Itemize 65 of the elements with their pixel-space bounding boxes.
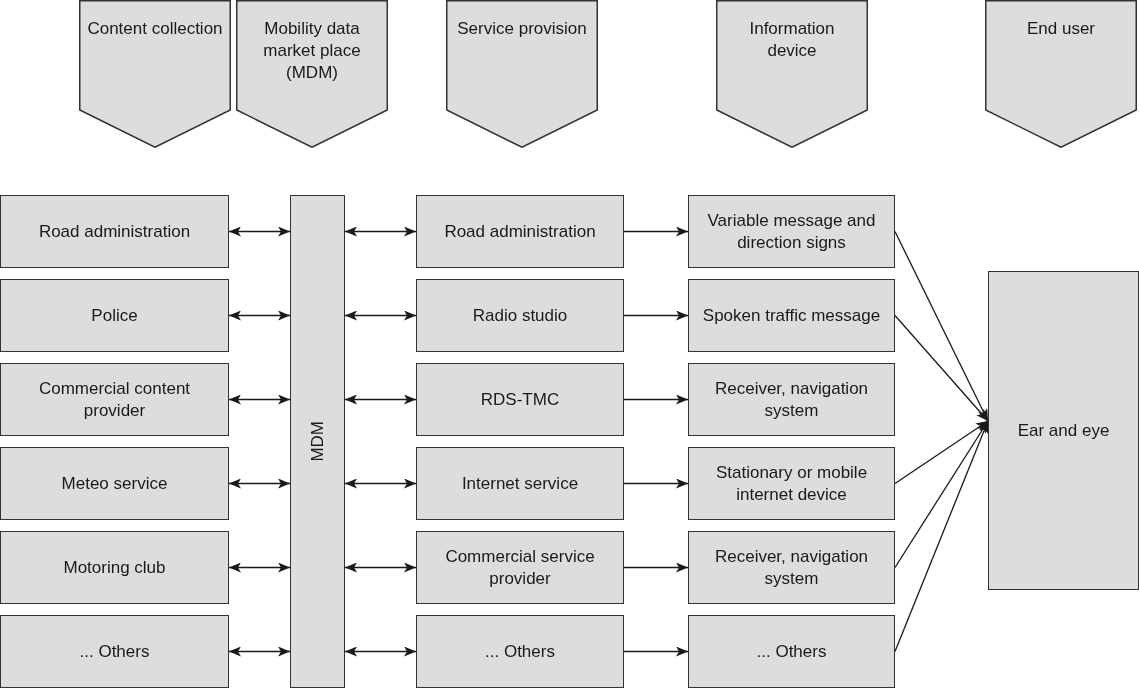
process-box xyxy=(0,615,229,688)
header-label: Mobility data market place (MDM) xyxy=(262,18,362,84)
arrow xyxy=(344,226,417,237)
arrow xyxy=(894,314,989,422)
header-label: Information device xyxy=(748,18,836,62)
box-label: Commercial content provider xyxy=(37,377,192,422)
process-box xyxy=(688,195,895,268)
header-label: Service provision xyxy=(457,18,587,40)
arrow xyxy=(228,646,291,657)
box-label: Stationary or mobile internet device xyxy=(714,461,869,506)
process-box xyxy=(688,363,895,436)
box-label: Radio studio xyxy=(472,304,568,327)
arrow xyxy=(344,310,417,321)
header-label: Content collection xyxy=(87,18,223,40)
box-label: Ear and eye xyxy=(1017,419,1110,442)
process-box xyxy=(416,279,624,352)
box-label: Motoring club xyxy=(63,556,166,579)
box-label: Meteo service xyxy=(61,472,168,495)
box-label: RDS-TMC xyxy=(480,388,560,411)
arrow xyxy=(228,394,291,405)
arrow xyxy=(623,478,689,489)
process-box xyxy=(988,271,1139,590)
box-label: Police xyxy=(91,304,138,327)
arrow xyxy=(623,310,689,321)
box-label: Variable message and direction signs xyxy=(706,209,877,254)
box-label: Spoken traffic message xyxy=(702,304,881,327)
arrow xyxy=(623,646,689,657)
arrow xyxy=(344,394,417,405)
process-box xyxy=(688,447,895,520)
process-box xyxy=(0,195,229,268)
box-label: ... Others xyxy=(756,640,827,663)
process-box xyxy=(688,615,895,688)
process-box xyxy=(416,615,624,688)
mdm-bar xyxy=(290,195,345,688)
box-label: Commercial service provider xyxy=(444,545,596,590)
process-box xyxy=(0,447,229,520)
process-box xyxy=(416,531,624,604)
box-label: Receiver, navigation system xyxy=(713,545,870,590)
arrow xyxy=(228,226,291,237)
arrow xyxy=(344,478,417,489)
box-label: ... Others xyxy=(79,640,150,663)
arrow xyxy=(623,226,689,237)
arrow xyxy=(344,562,417,573)
process-box xyxy=(0,531,229,604)
box-label: Receiver, navigation system xyxy=(713,377,870,422)
process-box xyxy=(416,363,624,436)
process-box xyxy=(416,447,624,520)
process-box xyxy=(0,363,229,436)
arrow xyxy=(228,562,291,573)
arrow xyxy=(344,646,417,657)
process-box xyxy=(688,531,895,604)
process-box xyxy=(0,279,229,352)
bar-label: MDM xyxy=(306,421,328,462)
box-label: ... Others xyxy=(485,640,555,663)
arrow xyxy=(228,310,291,321)
box-label: Internet service xyxy=(461,472,579,495)
process-box xyxy=(416,195,624,268)
arrow xyxy=(623,394,689,405)
arrow xyxy=(894,420,989,485)
box-label: Road administration xyxy=(38,220,191,243)
header-label: End user xyxy=(1026,18,1095,40)
arrow xyxy=(228,478,291,489)
process-box xyxy=(688,279,895,352)
box-label: Road administration xyxy=(444,220,596,243)
arrow xyxy=(623,562,689,573)
